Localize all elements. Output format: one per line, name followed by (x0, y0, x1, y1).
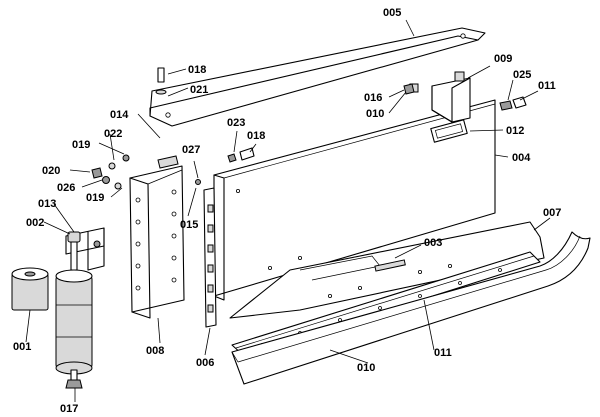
callout-005: 005 (383, 7, 401, 19)
part-panel-003 (229, 221, 545, 319)
callout-003: 003 (424, 237, 442, 249)
part-bolt-018-top (155, 67, 167, 95)
part-bracket-009 (409, 71, 471, 123)
part-nut-025 (499, 100, 513, 111)
callout-026: 026 (57, 182, 75, 194)
part-pin-014 (157, 155, 179, 169)
part-bushing-001 (11, 267, 49, 311)
callout-labels: 005 018 021 014 022 019 020 026 019 013 … (13, 7, 561, 415)
callout-014: 014 (110, 109, 129, 121)
leader-lines (25, 19, 551, 402)
part-hardware-left (91, 154, 201, 190)
callout-021: 019 (72, 139, 90, 151)
part-edge-007-010 (231, 231, 591, 385)
callout-004: 004 (512, 152, 531, 164)
part-panel-004 (213, 99, 496, 301)
part-nut-016 (403, 83, 415, 95)
callout-024-mid: 023 (227, 117, 245, 129)
callout-010: 010 (357, 362, 375, 374)
callout-018-top: 018 (188, 64, 206, 76)
part-bolt-018-mid (227, 147, 255, 163)
callout-008: 008 (146, 345, 164, 357)
callout-002: 002 (26, 217, 44, 229)
callout-019-right: 011 (538, 80, 556, 92)
callout-022: 020 (42, 165, 60, 177)
callout-018-mid: 018 (247, 130, 265, 142)
part-nut-017 (65, 379, 83, 389)
callout-013: 013 (38, 198, 56, 210)
callout-015: 015 (180, 219, 198, 231)
part-damper-body (55, 269, 93, 381)
callout-025: 025 (513, 69, 531, 81)
callout-006: 006 (196, 357, 214, 369)
callout-017: 017 (60, 403, 78, 415)
callout-019-left: 010 (366, 108, 384, 120)
callout-024-left: 022 (104, 128, 122, 140)
callout-023: 021 (190, 84, 208, 96)
callout-001: 001 (13, 341, 31, 353)
callout-012: 012 (506, 125, 524, 137)
callout-020: 019 (86, 192, 104, 204)
part-bolt-019 (512, 96, 527, 109)
callout-007: 007 (543, 207, 561, 219)
callout-009: 009 (494, 53, 512, 65)
callout-016: 016 (364, 92, 382, 104)
part-hinge-006 (203, 187, 217, 328)
part-strap-005 (149, 27, 486, 127)
part-plate-008 (129, 165, 185, 319)
callout-027: 027 (182, 144, 200, 156)
callout-011: 011 (434, 347, 452, 359)
